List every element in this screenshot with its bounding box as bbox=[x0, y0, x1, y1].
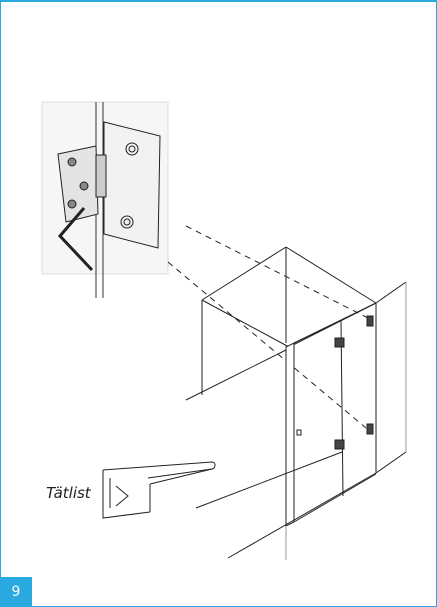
seal-strip-detail bbox=[102, 461, 216, 519]
projection-lines bbox=[167, 225, 373, 429]
hinge-detail-inset bbox=[41, 101, 169, 298]
shower-enclosure bbox=[185, 246, 407, 560]
seal-strip-label: Tätlist bbox=[46, 484, 91, 502]
page-number-badge: 9 bbox=[0, 577, 32, 607]
page-number: 9 bbox=[11, 584, 21, 600]
